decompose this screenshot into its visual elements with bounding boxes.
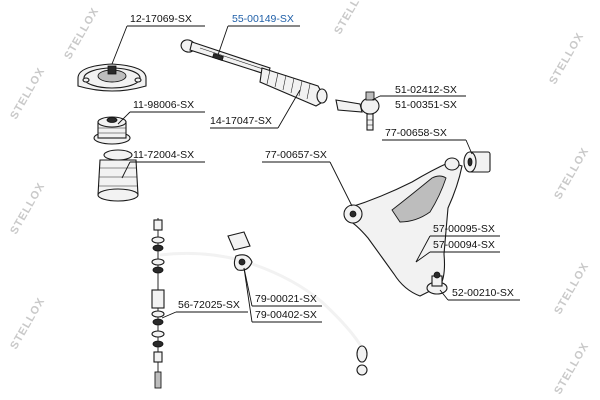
strut-mount [77,63,147,92]
label-bump-stop: 11-98006-SX [133,99,194,111]
label-stab-bushing-1: 79-00021-SX [255,293,317,305]
label-dust-boot: 14-17047-SX [210,115,272,127]
rack-dust-boot [259,67,328,107]
watermark-text: STELLOX [552,341,591,397]
bump-stop [93,116,131,145]
stabilizer-bushing [227,231,253,271]
label-stab-bushing-2: 79-00402-SX [255,309,317,321]
lower-control-arm [343,157,463,297]
watermark-text: STELLOX [8,181,47,237]
axial-tie-rod [180,39,271,76]
watermark-left: STELLOX STELLOX STELLOX STELLOX [8,6,101,352]
bellows [97,149,139,202]
stabilizer-link [151,218,165,389]
watermark-text: STELLOX [8,296,47,352]
stabilizer-bar [159,251,368,376]
part-labels: 12-17069-SX 55-00149-SX 11-98006-SX 14-1… [130,13,514,321]
ball-joint [426,271,448,295]
rear-bushing [463,151,491,173]
watermark-text: STELLOX [332,0,371,37]
watermark-text: STELLOX [552,261,591,317]
watermark-right: STELLOX STELLOX STELLOX STELLOX STELLOX [332,0,591,397]
tie-rod-end [335,91,380,131]
label-control-arm-2: 57-00094-SX [433,239,495,251]
watermark-text: STELLOX [552,146,591,202]
watermark-text: STELLOX [8,66,47,122]
label-bushing-rear: 77-00658-SX [385,127,447,139]
label-bushing-front: 77-00657-SX [265,149,327,161]
leader-lines [111,25,520,323]
label-stab-link: 56-72025-SX [178,299,240,311]
label-bellows: 11-72004-SX [133,149,194,161]
label-ball-joint: 52-00210-SX [452,287,514,299]
watermark-text: STELLOX [62,6,101,62]
label-control-arm-1: 57-00095-SX [433,223,495,235]
watermark-text: STELLOX [547,31,586,87]
label-tie-rod-end-1: 51-02412-SX [395,84,457,96]
label-strut-mount: 12-17069-SX [130,13,192,25]
label-tie-rod-axial: 55-00149-SX [232,13,294,25]
label-tie-rod-end-2: 51-00351-SX [395,99,457,111]
